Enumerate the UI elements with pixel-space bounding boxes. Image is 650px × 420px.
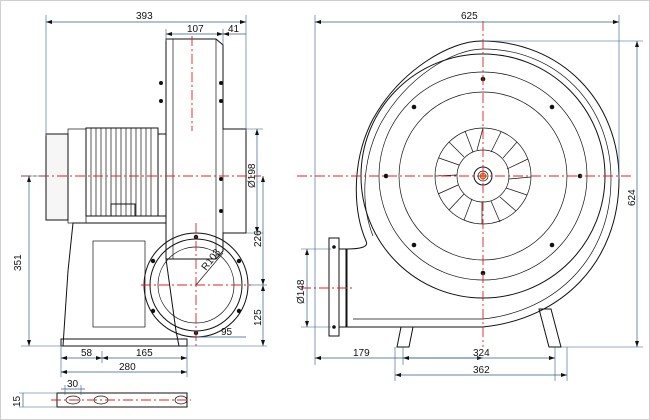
dim-front-width: 625 <box>461 11 478 22</box>
front-view <box>297 21 631 348</box>
dim-outlet-diameter: Ø148 <box>296 279 307 304</box>
dim-side-width: 393 <box>136 11 153 22</box>
dim-outlet-width: 107 <box>187 24 204 35</box>
motor-body <box>85 127 159 217</box>
dim-base-width: 280 <box>119 362 136 373</box>
dim-base-offset: 58 <box>81 348 93 359</box>
dim-inlet-side: 95 <box>221 327 233 338</box>
dim-base-spacing: 165 <box>136 348 153 359</box>
base-plate <box>60 338 188 347</box>
motor-fins <box>90 128 152 216</box>
scroll-inner-line <box>353 48 612 320</box>
nameplate <box>92 240 146 328</box>
dim-motor-diameter: Ø198 <box>247 163 258 188</box>
dim-inlet-bottom: 125 <box>253 309 264 326</box>
front-foot-left <box>396 326 414 348</box>
front-foot-right <box>538 308 562 348</box>
foot-detail: 30 15 <box>12 379 191 408</box>
dim-front-height: 624 <box>627 189 638 206</box>
dim-inlet-radius: R103 <box>200 247 224 273</box>
dim-base-width-front: 362 <box>473 365 490 376</box>
scroll-housing <box>345 40 620 328</box>
housing-profile <box>165 38 247 260</box>
dim-feet-spacing: 324 <box>473 348 490 359</box>
side-view <box>21 36 261 349</box>
motor-mount-flange <box>157 133 167 217</box>
dim-outlet-offset: 41 <box>228 24 240 35</box>
front-dimensions: 625 624 Ø148 179 324 362 <box>296 11 643 381</box>
base-pedestal <box>62 222 180 347</box>
outlet-flange-front <box>328 237 340 337</box>
dim-overall-height: 351 <box>13 254 24 271</box>
dim-foot-thickness: 15 <box>12 395 23 407</box>
dim-outlet-offset-front: 179 <box>353 348 370 359</box>
dim-inlet-height: 226 <box>253 230 264 247</box>
junction-box <box>110 203 136 217</box>
dim-foot-hole-pitch: 30 <box>67 379 79 390</box>
motor-end-cap <box>45 133 69 221</box>
